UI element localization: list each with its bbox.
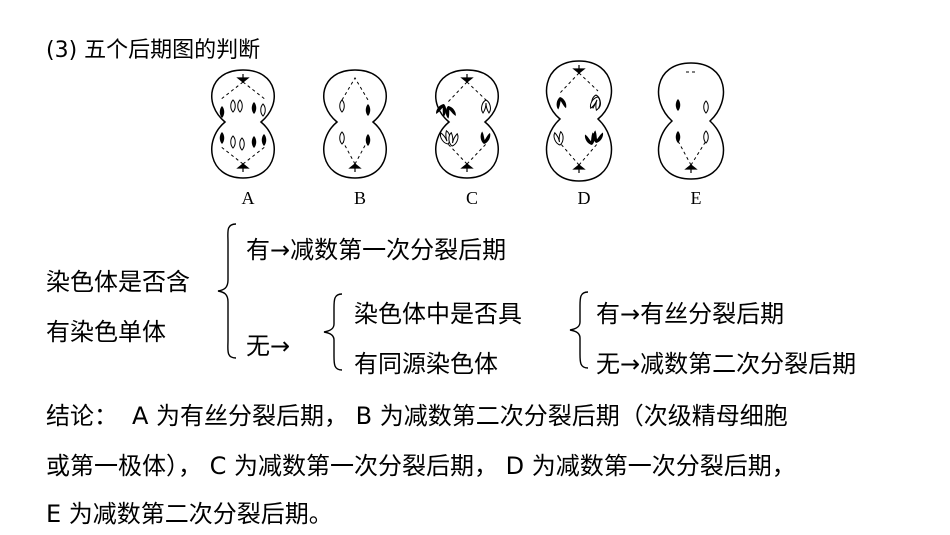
brace-sub2 bbox=[569, 291, 589, 369]
conclusion-line2: 或第一极体）， C 为减数第一次分裂后期， D 为减数第一次分裂后期， bbox=[46, 452, 796, 480]
section-heading: (3) 五个后期图的判断 bbox=[46, 38, 261, 63]
root-question-line2: 有染色单体 bbox=[46, 318, 166, 346]
brace-root bbox=[217, 223, 237, 359]
sub-branch-no: 无→减数第二次分裂后期 bbox=[596, 350, 857, 378]
cell-e bbox=[657, 62, 725, 180]
cell-d bbox=[545, 60, 613, 182]
cell-a bbox=[211, 69, 275, 179]
sub-question-line2: 有同源染色体 bbox=[354, 350, 498, 378]
figure-label-c: C bbox=[465, 188, 478, 208]
anaphase-diagram bbox=[211, 60, 725, 182]
cell-b bbox=[323, 69, 387, 179]
figure-label-d: D bbox=[577, 188, 591, 208]
conclusion-line3: E 为减数第二次分裂后期。 bbox=[46, 500, 333, 528]
conclusion-line1-text: A 为有丝分裂后期， B 为减数第二次分裂后期（次级精母细胞 bbox=[132, 402, 788, 430]
sub-branch-yes: 有→有丝分裂后期 bbox=[596, 300, 785, 328]
branch-no: 无→ bbox=[246, 332, 291, 360]
cell-c bbox=[435, 69, 499, 179]
figure-label-e: E bbox=[690, 188, 702, 208]
figure-label-a: A bbox=[241, 188, 255, 208]
branch-yes: 有→减数第一次分裂后期 bbox=[246, 236, 507, 264]
figure-label-b: B bbox=[353, 188, 366, 208]
conclusion-line1: 结论： A 为有丝分裂后期， B 为减数第二次分裂后期（次级精母细胞 bbox=[46, 396, 788, 431]
conclusion-lead: 结论： bbox=[46, 402, 118, 430]
sub-question-line1: 染色体中是否具 bbox=[354, 300, 522, 328]
brace-sub bbox=[323, 293, 343, 371]
root-question-line1: 染色体是否含 bbox=[46, 268, 190, 296]
